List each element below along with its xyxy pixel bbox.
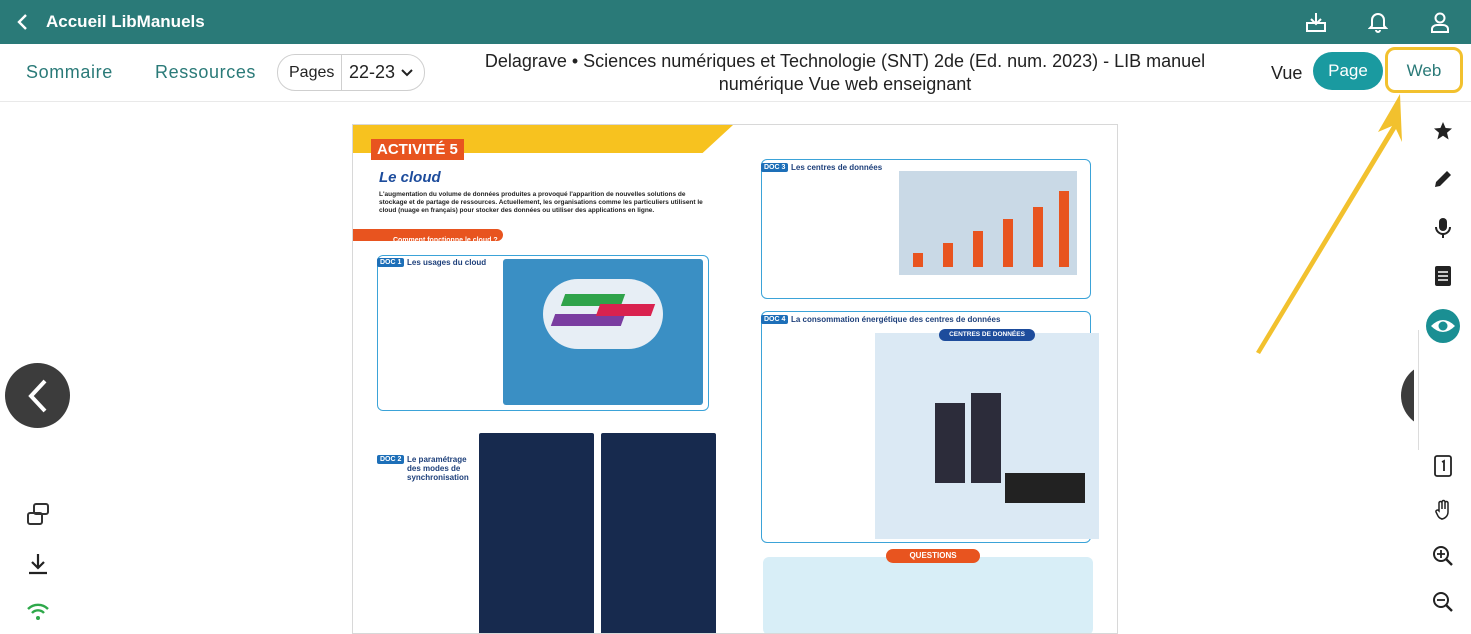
multi-window-icon[interactable] bbox=[20, 496, 56, 532]
document-icon[interactable] bbox=[1414, 256, 1471, 296]
eye-icon[interactable] bbox=[1414, 306, 1471, 346]
zoom-out-icon[interactable] bbox=[1414, 582, 1471, 622]
document-title: Delagrave • Sciences numériques et Techn… bbox=[470, 50, 1220, 96]
cloud-illustration bbox=[503, 259, 703, 405]
single-page-icon[interactable] bbox=[1414, 446, 1471, 486]
toolbar-divider bbox=[1418, 330, 1419, 450]
doc4-title: La consommation énergétique des centres … bbox=[791, 315, 1001, 324]
download-icon[interactable] bbox=[20, 546, 56, 582]
questions-title: QUESTIONS bbox=[886, 549, 980, 563]
pages-value[interactable]: 22-23 bbox=[349, 62, 396, 82]
doc3-box bbox=[761, 159, 1091, 299]
doc1-tag: DOC 1 bbox=[377, 258, 405, 267]
page-view-button[interactable]: Page bbox=[1313, 52, 1383, 90]
datacenter-infographic: CENTRES DE DONNÉES bbox=[875, 329, 1099, 539]
previous-page-button[interactable] bbox=[5, 363, 70, 428]
back-button[interactable] bbox=[0, 0, 46, 44]
page-title: Le cloud bbox=[379, 169, 441, 186]
sommaire-link[interactable]: Sommaire bbox=[26, 62, 113, 82]
centres-label: CENTRES DE DONNÉES bbox=[939, 329, 1035, 341]
doc2-tag: DOC 2 bbox=[377, 455, 405, 464]
data-traffic-chart bbox=[899, 171, 1077, 275]
top-bar: Accueil LibManuels bbox=[0, 0, 1471, 44]
doc3-title: Les centres de données bbox=[791, 163, 883, 172]
phone-screenshot-1 bbox=[479, 433, 594, 633]
doc4-tag: DOC 4 bbox=[761, 315, 789, 324]
chevron-left-icon bbox=[17, 14, 27, 30]
viewer-toolbar: Sommaire Ressources Pages 22-23 Delagrav… bbox=[0, 44, 1471, 102]
vue-label: Vue bbox=[1271, 63, 1303, 83]
star-icon[interactable] bbox=[1414, 111, 1471, 151]
chevron-left-icon bbox=[27, 379, 46, 412]
questions-box bbox=[763, 557, 1093, 633]
web-button-highlight bbox=[1385, 47, 1463, 93]
document-title-line1: Delagrave • Sciences numériques et Techn… bbox=[484, 51, 1206, 71]
question-bar: Comment fonctionne le cloud ? bbox=[353, 229, 503, 244]
ressources-link[interactable]: Ressources bbox=[155, 62, 257, 82]
doc3-tag: DOC 3 bbox=[761, 163, 789, 172]
activite-label: ACTIVITÉ 5 bbox=[371, 139, 464, 160]
doc1-title: Les usages du cloud bbox=[407, 258, 487, 267]
chevron-down-icon bbox=[401, 68, 413, 76]
question-text: Comment fonctionne le cloud ? bbox=[393, 237, 498, 244]
doc1-box bbox=[377, 255, 709, 411]
side-toolbar bbox=[1414, 102, 1471, 634]
pages-label: Pages bbox=[278, 54, 342, 91]
user-icon[interactable] bbox=[1409, 0, 1471, 44]
web-view-button[interactable]: Web bbox=[1390, 52, 1458, 90]
intro-text: L'augmentation du volume de données prod… bbox=[379, 191, 703, 214]
wifi-icon bbox=[20, 594, 56, 630]
doc2-title: Le paramétrage des modes de synchronisat… bbox=[407, 455, 469, 482]
pages-selector[interactable]: Pages 22-23 bbox=[277, 54, 425, 91]
textbook-page: ACTIVITÉ 5 Le cloud L'augmentation du vo… bbox=[352, 124, 1118, 634]
back-label[interactable]: Accueil LibManuels bbox=[46, 12, 205, 31]
pencil-icon[interactable] bbox=[1414, 159, 1471, 199]
document-title-line2: numérique Vue web enseignant bbox=[718, 74, 972, 94]
bell-icon[interactable] bbox=[1347, 0, 1409, 44]
microphone-icon[interactable] bbox=[1414, 208, 1471, 248]
phone-screenshot-2 bbox=[601, 433, 716, 633]
hand-icon[interactable] bbox=[1414, 490, 1471, 530]
annotation-arrow bbox=[1256, 94, 1402, 354]
download-screen-icon[interactable] bbox=[1285, 0, 1347, 44]
zoom-in-icon[interactable] bbox=[1414, 536, 1471, 576]
